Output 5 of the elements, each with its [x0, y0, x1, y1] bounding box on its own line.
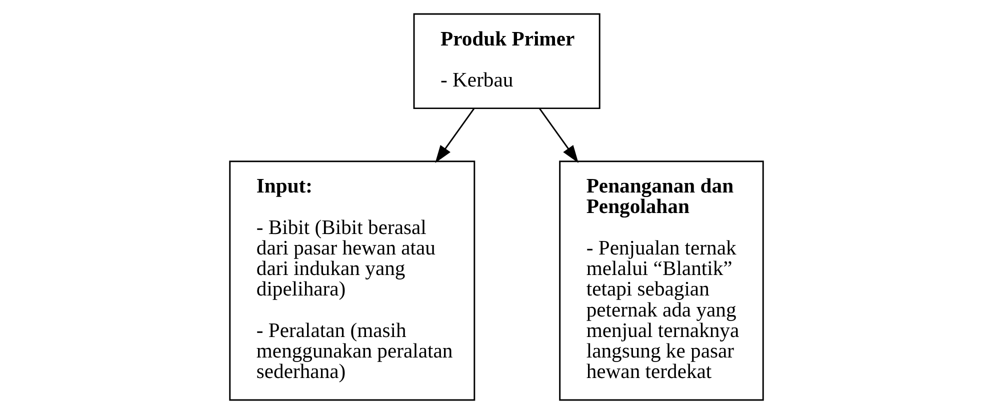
node-box: Input: - Bibit (Bibit berasal dari pasar hewan atau dari indukan yang dipelihara) - Peralatan (masih menggunakan peralatan sederhana) — [228, 160, 475, 401]
node-box: Penanganan dan Pengolahan - Penjualan ternak melalui “Blantik” tetapi sebagian peternak ada yang menjual ternaknya langsung ke pasar hewan terdekat — [558, 160, 764, 401]
arrow — [434, 108, 474, 163]
arrow — [538, 108, 578, 163]
node-box: Produk Primer - Kerbau — [412, 13, 600, 110]
